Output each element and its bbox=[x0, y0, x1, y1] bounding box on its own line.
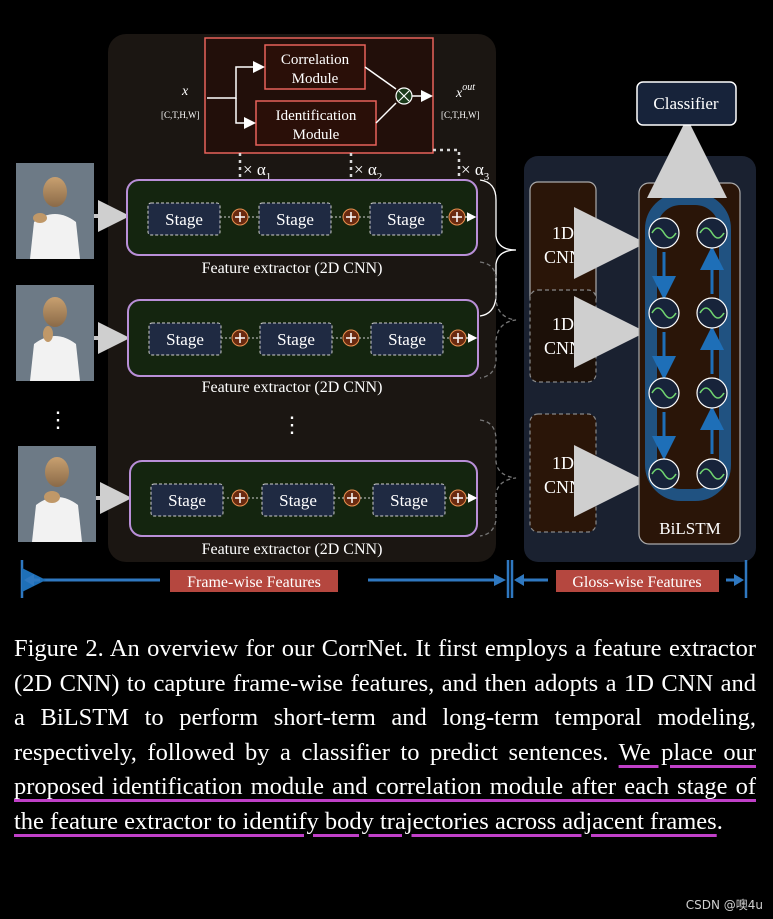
bilstm-block: BiLSTM bbox=[638, 182, 741, 545]
svg-text:1D: 1D bbox=[552, 314, 574, 334]
feature-extractor-title: Feature extractor (2D CNN) bbox=[202, 541, 383, 558]
output-variable: xout bbox=[455, 82, 475, 101]
frames-ellipsis: ⋮ bbox=[47, 407, 69, 432]
classifier-block: Classifier bbox=[636, 81, 737, 126]
lstm-cell-icon bbox=[648, 458, 680, 490]
stage-label: Stage bbox=[390, 491, 428, 510]
svg-text:CNN: CNN bbox=[544, 338, 582, 358]
stage-label: Stage bbox=[388, 330, 426, 349]
stage-label: Stage bbox=[277, 330, 315, 349]
backbone-panel bbox=[108, 34, 496, 562]
caption-text: Figure 2. An overview for our CorrNet. I… bbox=[14, 635, 756, 766]
lstm-cell-icon bbox=[648, 297, 680, 329]
input-variable: x bbox=[181, 84, 189, 99]
figure-caption: Figure 2. An overview for our CorrNet. I… bbox=[14, 632, 756, 839]
lstm-cell-icon bbox=[696, 458, 728, 490]
alpha1-label: × α1 bbox=[243, 160, 271, 183]
feature-extractor-2: Stage Stage Stage Feature extractor (2D … bbox=[127, 299, 479, 396]
gloss-wise-range: Gloss-wise Features bbox=[510, 560, 748, 598]
input-shape: [C,T,H,W] bbox=[161, 110, 200, 120]
lstm-cell-icon bbox=[696, 377, 728, 409]
identification-module-label-1: Identification bbox=[276, 108, 357, 124]
bilstm-label: BiLSTM bbox=[659, 519, 720, 538]
lstm-cell-icon bbox=[648, 217, 680, 249]
identification-module-box bbox=[255, 100, 377, 146]
extractor-ellipsis: ⋮ bbox=[281, 412, 303, 437]
svg-text:CNN: CNN bbox=[544, 247, 582, 267]
svg-text:1D: 1D bbox=[552, 453, 574, 473]
output-shape: [C,T,H,W] bbox=[441, 110, 480, 120]
caption-end: . bbox=[716, 807, 723, 835]
stage-label: Stage bbox=[168, 491, 206, 510]
stage-label: Stage bbox=[279, 491, 317, 510]
svg-text:CNN: CNN bbox=[544, 477, 582, 497]
alpha2-label: × α2 bbox=[354, 160, 382, 183]
frame-wise-range: Frame-wise Features bbox=[20, 560, 510, 598]
video-frame-3 bbox=[18, 446, 96, 542]
watermark: CSDN @噢4u bbox=[685, 898, 763, 912]
identification-module-label-2: Module bbox=[293, 127, 340, 143]
lstm-cell-icon bbox=[648, 377, 680, 409]
stage-label: Stage bbox=[276, 210, 314, 229]
correlation-module-label-1: Correlation bbox=[281, 52, 350, 68]
feature-extractor-title: Feature extractor (2D CNN) bbox=[202, 379, 383, 396]
module-block: Correlation Module Identification Module… bbox=[161, 37, 480, 154]
cnn1d-block-1: 1D CNN bbox=[529, 181, 597, 307]
svg-text:Classifier: Classifier bbox=[653, 94, 718, 113]
stage-label: Stage bbox=[166, 330, 204, 349]
lstm-cell-icon bbox=[696, 297, 728, 329]
feature-extractor-title: Feature extractor (2D CNN) bbox=[202, 260, 383, 277]
stage-label: Stage bbox=[165, 210, 203, 229]
caption-underlined-text: We place our proposed identification mod… bbox=[14, 738, 757, 835]
video-frame-2 bbox=[16, 285, 94, 381]
feature-extractor-3: Stage Stage Stage Feature extractor (2D … bbox=[129, 460, 478, 558]
gloss-wise-label: Gloss-wise Features bbox=[572, 574, 701, 591]
frame-wise-label: Frame-wise Features bbox=[187, 574, 321, 591]
feature-extractor-1: Stage Stage Stage Feature extractor (2D … bbox=[126, 179, 478, 277]
alpha3-label: × α3 bbox=[461, 160, 490, 183]
correlation-module-label-2: Module bbox=[292, 71, 339, 87]
video-frame-1 bbox=[16, 163, 94, 259]
svg-text:1D: 1D bbox=[552, 223, 574, 243]
cnn1d-block-3: 1D CNN bbox=[529, 413, 597, 533]
cnn1d-block-2: 1D CNN bbox=[529, 289, 597, 383]
lstm-cell-icon bbox=[696, 217, 728, 249]
stage-label: Stage bbox=[387, 210, 425, 229]
